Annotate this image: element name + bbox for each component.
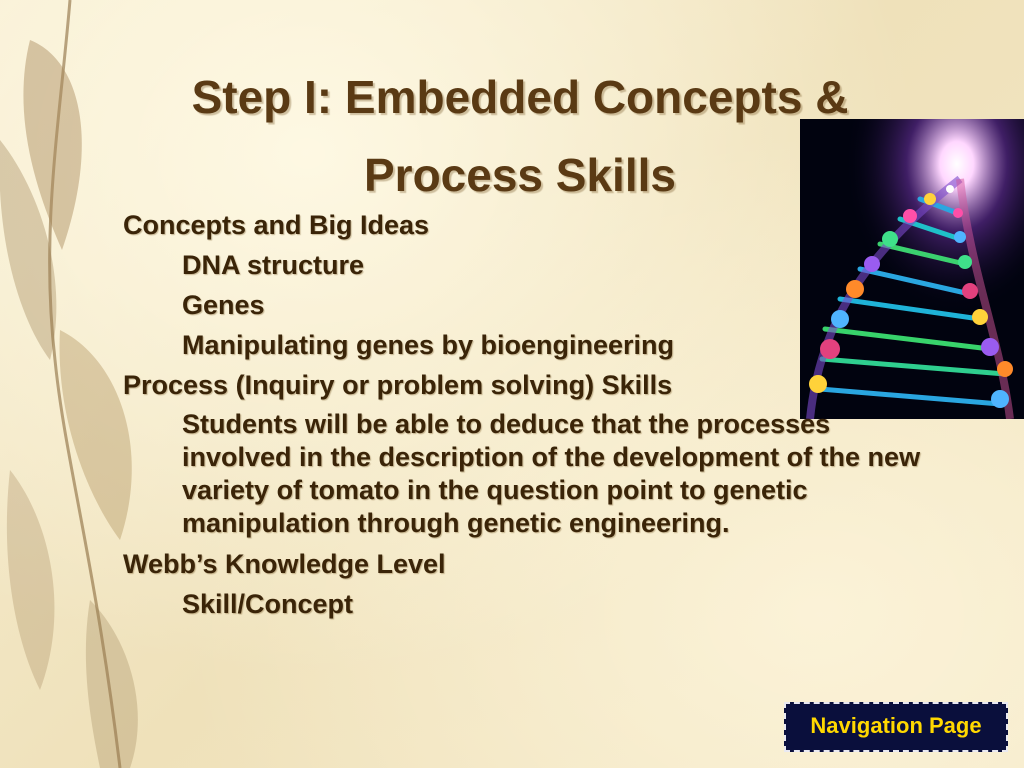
navigation-page-label: Navigation Page	[810, 713, 982, 738]
concept-item-manipulating-genes: Manipulating genes by bioengineering	[182, 330, 675, 360]
slide-title: Step I: Embedded Concepts & Process Skil…	[191, 71, 849, 201]
slide-body: Concepts and Big Ideas DNA structure Gen…	[123, 205, 923, 624]
webb-item: Skill/Concept	[182, 589, 354, 619]
decorative-leaf-icon	[0, 0, 138, 768]
webb-heading: Webb’s Knowledge Level	[123, 549, 446, 579]
process-heading: Process (Inquiry or problem solving) Ski…	[123, 370, 673, 400]
concept-item-genes: Genes	[182, 290, 265, 320]
process-description: Students will be able to deduce that the…	[182, 409, 921, 538]
concept-item-dna-structure: DNA structure	[182, 250, 365, 280]
concepts-heading: Concepts and Big Ideas	[123, 210, 430, 240]
dna-helix-image	[800, 119, 1024, 419]
navigation-page-button[interactable]: Navigation Page	[784, 702, 1008, 752]
